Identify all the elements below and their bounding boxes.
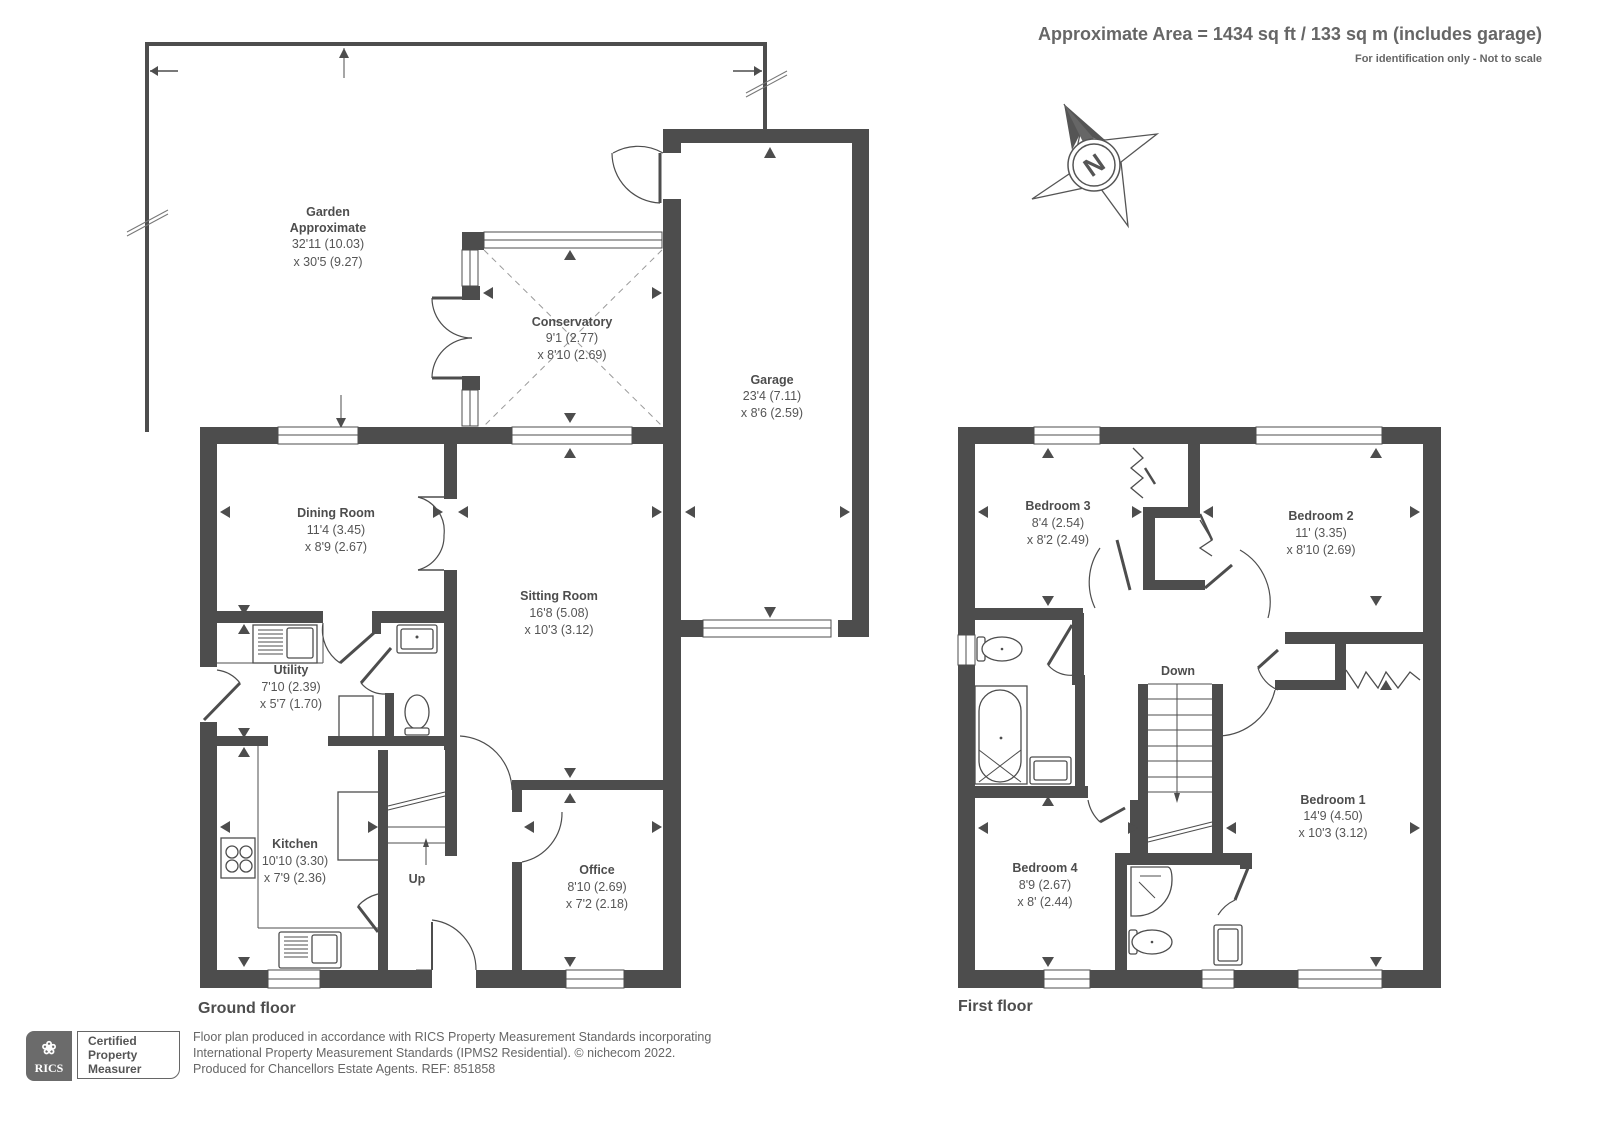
ground-floor-plan: [126, 42, 869, 989]
stairs-down-label: Down: [1161, 664, 1195, 678]
svg-text:x 8'10 (2.69): x 8'10 (2.69): [1286, 543, 1355, 557]
svg-text:x 8' (2.44): x 8' (2.44): [1017, 895, 1072, 909]
svg-text:11' (3.35): 11' (3.35): [1295, 526, 1347, 540]
certified-property-measurer-box: Certified Property Measurer: [77, 1031, 180, 1079]
svg-text:x 7'2 (2.18): x 7'2 (2.18): [566, 897, 628, 911]
svg-text:9'1 (2.77): 9'1 (2.77): [546, 331, 598, 345]
svg-text:x 7'9 (2.36): x 7'9 (2.36): [264, 871, 326, 885]
credits-line-1: Floor plan produced in accordance with R…: [193, 1030, 712, 1044]
room-name-kitchen: Kitchen: [272, 837, 318, 851]
room-name-dining-room: Dining Room: [297, 506, 375, 520]
first-floor-plan: [957, 426, 1441, 989]
room-name-sitting-room: Sitting Room: [520, 589, 598, 603]
svg-text:x 8'10 (2.69): x 8'10 (2.69): [537, 348, 606, 362]
svg-text:x 8'9 (2.67): x 8'9 (2.67): [305, 540, 367, 554]
approximate-area-title: Approximate Area = 1434 sq ft / 133 sq m…: [1037, 24, 1542, 44]
ground-floor-room-labels: Garden Approximate 32'11 (10.03) x 30'5 …: [260, 205, 803, 911]
svg-text:16'8 (5.08): 16'8 (5.08): [529, 606, 588, 620]
svg-text:23'4 (7.11): 23'4 (7.11): [743, 389, 801, 403]
room-name-conservatory: Conservatory: [532, 315, 613, 329]
svg-text:x 10'3 (3.12): x 10'3 (3.12): [1298, 826, 1367, 840]
svg-text:x 5'7 (1.70): x 5'7 (1.70): [260, 697, 322, 711]
room-name-utility: Utility: [274, 663, 309, 677]
room-name-garden-approx: Approximate: [290, 221, 366, 235]
svg-text:14'9 (4.50): 14'9 (4.50): [1303, 809, 1362, 823]
svg-text:x 8'6 (2.59): x 8'6 (2.59): [741, 406, 803, 420]
svg-text:8'4 (2.54): 8'4 (2.54): [1032, 516, 1084, 530]
svg-text:32'11 (10.03): 32'11 (10.03): [292, 237, 364, 251]
svg-text:x 10'3 (3.12): x 10'3 (3.12): [524, 623, 593, 637]
rics-lion-icon: ❀: [41, 1038, 57, 1058]
scale-disclaimer: For identification only - Not to scale: [1354, 53, 1542, 65]
stairs-up-label: Up: [409, 872, 426, 886]
svg-text:x 30'5 (9.27): x 30'5 (9.27): [293, 255, 362, 269]
svg-text:7'10 (2.39): 7'10 (2.39): [261, 680, 320, 694]
rics-logo: ❀ RICS: [26, 1031, 72, 1081]
first-floor-room-labels: Bedroom 3 8'4 (2.54) x 8'2 (2.49) Bedroo…: [1012, 499, 1367, 909]
room-name-bedroom-4: Bedroom 4: [1012, 861, 1077, 875]
room-name-bedroom-3: Bedroom 3: [1025, 499, 1090, 513]
svg-text:8'9 (2.67): 8'9 (2.67): [1019, 878, 1071, 892]
north-compass-icon: N: [1031, 103, 1160, 229]
room-name-garden: Garden: [306, 205, 350, 219]
svg-text:x 8'2 (2.49): x 8'2 (2.49): [1027, 533, 1089, 547]
rics-certified-badge: ❀ RICS Certified Property Measurer: [26, 1031, 182, 1081]
first-floor-label: First floor: [958, 998, 1033, 1015]
svg-text:10'10 (3.30): 10'10 (3.30): [262, 854, 328, 868]
svg-text:8'10 (2.69): 8'10 (2.69): [567, 880, 626, 894]
room-name-office: Office: [579, 863, 614, 877]
floor-plan-credits: Floor plan produced in accordance with R…: [193, 1029, 711, 1077]
credits-line-2: International Property Measurement Stand…: [193, 1046, 676, 1060]
svg-text:11'4 (3.45): 11'4 (3.45): [307, 523, 365, 537]
credits-line-3: Produced for Chancellors Estate Agents. …: [193, 1062, 496, 1076]
ground-floor-label: Ground floor: [198, 1000, 296, 1017]
room-name-garage: Garage: [750, 373, 793, 387]
room-name-bedroom-1: Bedroom 1: [1300, 793, 1365, 807]
room-name-bedroom-2: Bedroom 2: [1288, 509, 1353, 523]
